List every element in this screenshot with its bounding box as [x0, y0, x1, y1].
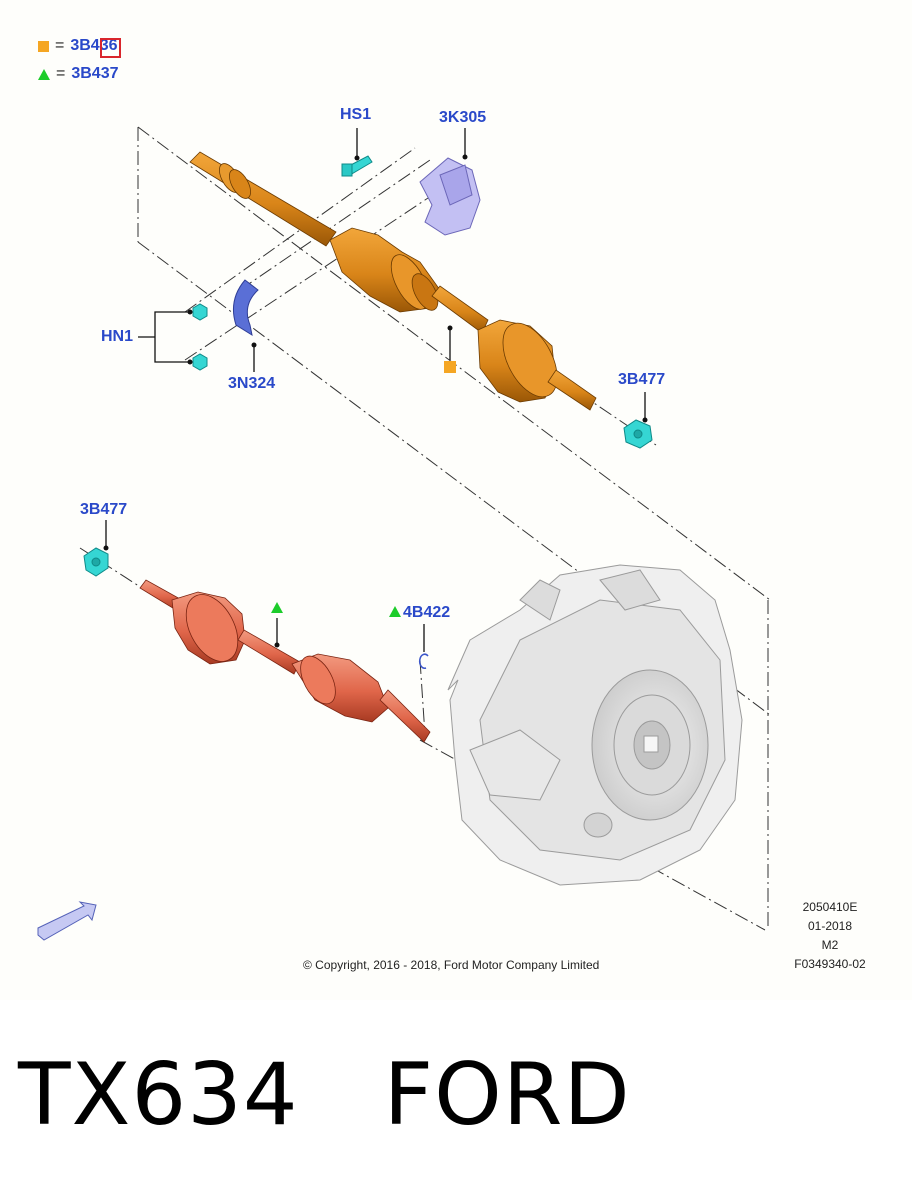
leader-dots [103, 154, 648, 648]
transmission-housing [447, 564, 743, 886]
label-3n324[interactable]: 3N324 [228, 375, 276, 392]
label-4b422[interactable]: 4B422 [389, 605, 450, 621]
label-4b422-text: 4B422 [403, 604, 451, 621]
drawing-date: 01-2018 [807, 919, 853, 933]
figure-id: F0349340-02 [794, 957, 866, 971]
nuts-hn1 [192, 303, 208, 371]
copyright-notice: © Copyright, 2016 - 2018, Ford Motor Com… [303, 958, 600, 972]
exploded-view-drawing [37, 126, 771, 941]
legend-code-3b437[interactable]: 3B437 [71, 65, 119, 82]
nut-3b477-upper [623, 419, 653, 449]
label-hn1[interactable]: HN1 [101, 328, 134, 345]
marker-triangle-lower [271, 602, 283, 613]
legend-equals: = [56, 65, 66, 82]
green-triangle-icon [38, 68, 50, 80]
label-3b477-lower[interactable]: 3B477 [80, 501, 128, 518]
bolt-hs1 [341, 155, 373, 177]
legend-row-3b437: = 3B437 [38, 66, 119, 82]
label-3b477-upper[interactable]: 3B477 [618, 371, 666, 388]
front-direction-arrow-icon [37, 901, 97, 941]
upper-drive-shaft [189, 151, 597, 411]
parts-diagram: = 3B436 = 3B437 HS1 3K305 HN1 3N324 3B47… [37, 37, 866, 972]
circlip-4b422 [418, 653, 429, 669]
legend-equals: = [55, 37, 65, 54]
label-3k305[interactable]: 3K305 [439, 109, 487, 126]
legend-row-3b436: = 3B436 [38, 38, 118, 54]
leader-lines [105, 128, 646, 652]
marker-square-upper [444, 361, 456, 373]
highlight-box [100, 38, 121, 58]
caption-title: TX634 FORD [18, 1045, 631, 1145]
green-triangle-icon [389, 606, 401, 617]
label-hs1[interactable]: HS1 [340, 106, 372, 123]
clip-3n324 [233, 279, 259, 337]
nut-3b477-lower [83, 547, 109, 577]
drawing-model: M2 [821, 938, 839, 952]
lower-drive-shaft [139, 579, 431, 743]
legend-code-3b436[interactable]: 3B436 [70, 37, 118, 54]
bracket-3k305 [419, 157, 481, 236]
orange-square-icon [38, 40, 49, 52]
drawing-code: 2050410E [802, 900, 858, 914]
